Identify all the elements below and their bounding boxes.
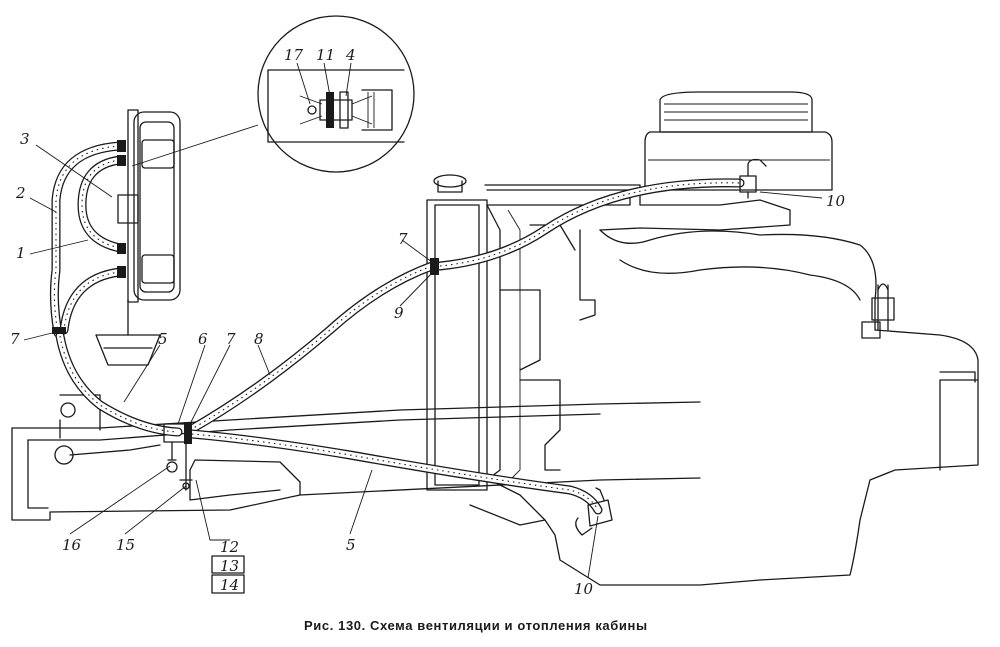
callout-3: 3 bbox=[20, 130, 30, 148]
callout-8: 8 bbox=[254, 330, 264, 348]
callout-5-upper: 5 bbox=[158, 330, 168, 348]
radiator bbox=[426, 174, 631, 491]
figure-caption: Рис. 130. Схема вентиляции и отопления к… bbox=[304, 618, 648, 633]
callout-labels: 17 11 4 3 2 1 7 5 6 7 8 7 9 10 16 15 12 … bbox=[10, 46, 846, 598]
callout-16: 16 bbox=[62, 536, 82, 554]
callout-9: 9 bbox=[394, 304, 404, 322]
hoses bbox=[49, 141, 745, 515]
callout-7-left: 7 bbox=[10, 330, 20, 348]
callout-10-bottom: 10 bbox=[574, 580, 594, 598]
callout-13: 13 bbox=[220, 557, 239, 575]
callout-11-inset: 11 bbox=[316, 46, 335, 64]
callout-5-lower: 5 bbox=[346, 536, 356, 554]
leader-lines bbox=[23, 62, 823, 594]
callout-15: 15 bbox=[116, 536, 135, 554]
callout-7-right: 7 bbox=[398, 230, 408, 248]
callout-4: 4 bbox=[345, 46, 356, 64]
callout-2: 2 bbox=[15, 184, 26, 202]
callout-1: 1 bbox=[16, 244, 26, 262]
callout-17: 17 bbox=[284, 46, 304, 64]
frame-rail bbox=[11, 394, 701, 521]
inset-detail bbox=[131, 15, 415, 173]
callout-12: 12 bbox=[220, 538, 239, 556]
callout-7-mid: 7 bbox=[226, 330, 236, 348]
heater-box bbox=[95, 109, 181, 366]
callout-10-top: 10 bbox=[826, 192, 846, 210]
engine-block bbox=[469, 91, 979, 586]
callout-14: 14 bbox=[220, 576, 239, 594]
callout-6: 6 bbox=[198, 330, 208, 348]
fittings bbox=[52, 140, 767, 536]
